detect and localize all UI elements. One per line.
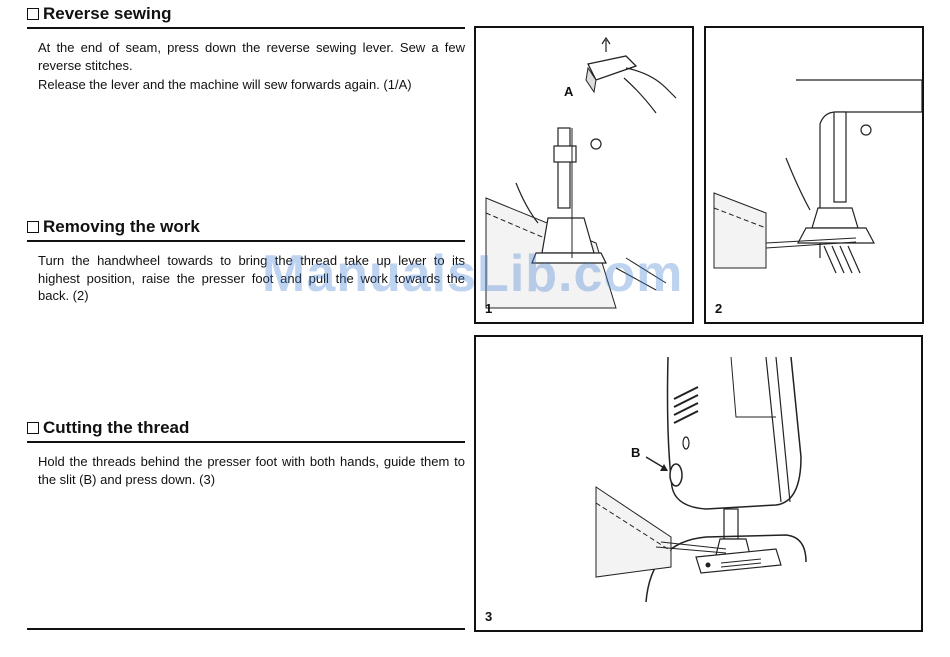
figure-number: 2 — [715, 301, 723, 316]
section-body: At the end of seam, press down the rever… — [38, 39, 465, 94]
figure-3: B 3 — [474, 335, 923, 632]
figure-number: 1 — [485, 301, 493, 316]
section-title: Removing the work — [27, 217, 465, 242]
checkbox-square-icon — [27, 8, 39, 20]
section-body: Hold the threads behind the presser foot… — [38, 453, 465, 488]
callout-label: A — [564, 84, 574, 99]
paragraph: Turn the handwheel towards to bring the … — [38, 253, 465, 303]
callout-label: B — [631, 445, 641, 460]
section-title: Reverse sewing — [27, 4, 465, 29]
figure-1-illustration — [485, 36, 677, 309]
paragraph: At the end of seam, press down the rever… — [38, 40, 465, 73]
checkbox-square-icon — [27, 221, 39, 233]
section-reverse-sewing: Reverse sewing At the end of seam, press… — [27, 4, 465, 96]
section-body: Turn the handwheel towards to bring the … — [38, 252, 465, 305]
paragraph: Hold the threads behind the presser foot… — [38, 454, 465, 487]
figure-3-illustration — [595, 356, 807, 603]
paragraph: Release the lever and the machine will s… — [38, 77, 412, 92]
checkbox-square-icon — [27, 422, 39, 434]
figure-2: 2 — [704, 26, 924, 324]
figure-number: 3 — [485, 609, 493, 624]
section-removing-the-work: Removing the work Turn the handwheel tow… — [27, 217, 465, 307]
watermark: ManualsLib.com — [262, 245, 684, 303]
figure-1: A 1 — [474, 26, 694, 324]
figure-2-illustration — [713, 79, 922, 274]
bottom-divider — [27, 628, 465, 630]
section-title: Cutting the thread — [27, 418, 465, 443]
section-cutting-the-thread: Cutting the thread Hold the threads behi… — [27, 418, 465, 490]
